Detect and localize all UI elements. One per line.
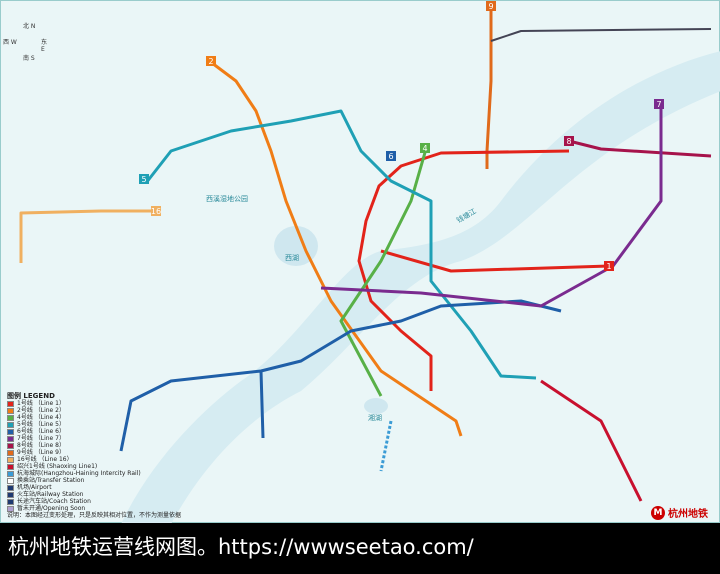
legend-item: 6号线 （Line 6） bbox=[7, 428, 181, 435]
line-badge-label: 7 bbox=[656, 100, 661, 109]
line-9 bbox=[485, 9, 493, 169]
legend-swatch bbox=[7, 505, 14, 512]
line-4 bbox=[339, 148, 428, 397]
legend-item: 暂未开通/Opening Soon bbox=[7, 505, 181, 512]
badges: 1 2 4 5 6 7 8 9 16 bbox=[139, 1, 664, 271]
legend-swatch bbox=[7, 414, 14, 421]
legend-swatch bbox=[7, 442, 14, 449]
legend-title: 图例 LEGEND bbox=[7, 392, 55, 400]
compass-north: 北 N bbox=[23, 23, 36, 30]
legend-item: 7号线 （Line 7） bbox=[7, 435, 181, 442]
legend-swatch bbox=[7, 421, 14, 428]
wetland-label: 西溪湿地公园 bbox=[206, 195, 248, 203]
legend-item: 长途汽车站/Coach Station bbox=[7, 498, 181, 505]
legend-swatch bbox=[7, 491, 14, 498]
legend-label: 1号线 （Line 1） bbox=[17, 400, 65, 407]
xianghu-lake bbox=[364, 398, 388, 414]
legend-label: 6号线 （Line 6） bbox=[17, 428, 65, 435]
line-6 bbox=[119, 299, 562, 452]
legend-label: 4号线 （Line 4） bbox=[17, 414, 65, 421]
legend-item: 换乘站/Transfer Station bbox=[7, 477, 181, 484]
line-badge-label: 4 bbox=[422, 144, 427, 153]
metro-lines: 1 2 4 5 6 7 8 9 16 bbox=[19, 1, 720, 524]
caption: 杭州地铁运营线网图。https://wwwseetao.com/ bbox=[0, 523, 720, 574]
legend-item: 8号线 （Line 8） bbox=[7, 442, 181, 449]
legend-swatch bbox=[7, 456, 14, 463]
legend-swatch bbox=[7, 477, 14, 484]
line-badge-label: 2 bbox=[208, 57, 213, 66]
intercity-rail bbox=[379, 420, 393, 472]
legend-label: 杭海城际(Hangzhou-Haining Intercity Rail) bbox=[17, 470, 141, 477]
legend-note: 说明：本图经过变形处理，只是反映其相对位置，不作为测量依据 bbox=[7, 512, 182, 519]
compass-icon: 北 N 南 S 西 W 东 E bbox=[3, 21, 49, 62]
legend-swatch bbox=[7, 463, 14, 470]
line-badge-label: 8 bbox=[566, 137, 571, 146]
line-badge[interactable] bbox=[386, 151, 396, 161]
legend-swatch bbox=[7, 498, 14, 505]
legend-label: 9号线 （Line 9） bbox=[17, 449, 65, 456]
legend-label: 绍兴1号线 (Shaoxing Line1) bbox=[17, 463, 98, 470]
legend-swatch bbox=[7, 428, 14, 435]
line-top-east bbox=[490, 28, 712, 42]
legend-item: 杭海城际(Hangzhou-Haining Intercity Rail) bbox=[7, 470, 181, 477]
line-badge[interactable] bbox=[151, 206, 161, 216]
legend-swatch bbox=[7, 470, 14, 477]
legend-label: 暂未开通/Opening Soon bbox=[17, 505, 86, 512]
legend-swatch bbox=[7, 484, 14, 491]
line-badge-label: 5 bbox=[141, 175, 146, 184]
river bbox=[121, 51, 720, 524]
line-badge-label: 9 bbox=[488, 2, 493, 11]
line-badge-label: 1 bbox=[606, 262, 611, 271]
logo-icon: M bbox=[651, 505, 665, 520]
west-lake-label: 西湖 bbox=[285, 254, 299, 262]
line-1 bbox=[357, 149, 610, 391]
line-badge[interactable] bbox=[139, 174, 149, 184]
line-badge-label: 16 bbox=[151, 207, 161, 216]
line-8 bbox=[568, 139, 712, 158]
legend-label: 5号线 （Line 5） bbox=[17, 421, 65, 428]
compass-east: 东 E bbox=[41, 39, 48, 53]
line-badge[interactable] bbox=[206, 56, 216, 66]
legend-swatch bbox=[7, 435, 14, 442]
legend-label: 火车站/Railway Station bbox=[17, 491, 84, 498]
legend-swatch bbox=[7, 407, 14, 414]
legend-label: 2号线 （Line 2） bbox=[17, 407, 65, 414]
legend-item: 火车站/Railway Station bbox=[7, 491, 181, 498]
line-badge[interactable] bbox=[654, 99, 664, 109]
legend-swatch bbox=[7, 449, 14, 456]
line-16 bbox=[19, 209, 156, 263]
compass-west: 西 W bbox=[3, 39, 17, 46]
xianghu-label: 湘湖 bbox=[368, 414, 382, 422]
line-badge-label: 6 bbox=[388, 152, 393, 161]
legend-label: 16号线 （Line 16） bbox=[17, 456, 73, 463]
line-badge[interactable] bbox=[420, 143, 430, 153]
line-badge[interactable] bbox=[564, 136, 574, 146]
legend-label: 机场/Airport bbox=[17, 484, 52, 491]
legend-label: 长途汽车站/Coach Station bbox=[17, 498, 91, 505]
legend: 图例 LEGEND 1号线 （Line 1）2号线 （Line 2）4号线 （L… bbox=[7, 392, 181, 519]
line-5 bbox=[144, 109, 537, 380]
legend-item: 机场/Airport bbox=[7, 484, 181, 491]
legend-label: 7号线 （Line 7） bbox=[17, 435, 65, 442]
shaoxing-line-1 bbox=[540, 379, 643, 502]
legend-item: 9号线 （Line 9） bbox=[7, 449, 181, 456]
compass-south: 南 S bbox=[23, 55, 35, 62]
legend-item: 4号线 （Line 4） bbox=[7, 414, 181, 421]
legend-label: 8号线 （Line 8） bbox=[17, 442, 65, 449]
legend-label: 换乘站/Transfer Station bbox=[17, 477, 85, 484]
logo-text: 杭州地铁 bbox=[668, 509, 708, 520]
legend-item: 2号线 （Line 2） bbox=[7, 407, 181, 414]
line-badge[interactable] bbox=[604, 261, 614, 271]
line-badge[interactable] bbox=[486, 1, 496, 11]
line-7 bbox=[320, 107, 663, 308]
legend-swatch bbox=[7, 400, 14, 407]
legend-item: 16号线 （Line 16） bbox=[7, 456, 181, 463]
legend-item: 5号线 （Line 5） bbox=[7, 421, 181, 428]
legend-item: 1号线 （Line 1） bbox=[7, 400, 181, 407]
legend-item: 绍兴1号线 (Shaoxing Line1) bbox=[7, 463, 181, 470]
line-2 bbox=[211, 61, 463, 437]
